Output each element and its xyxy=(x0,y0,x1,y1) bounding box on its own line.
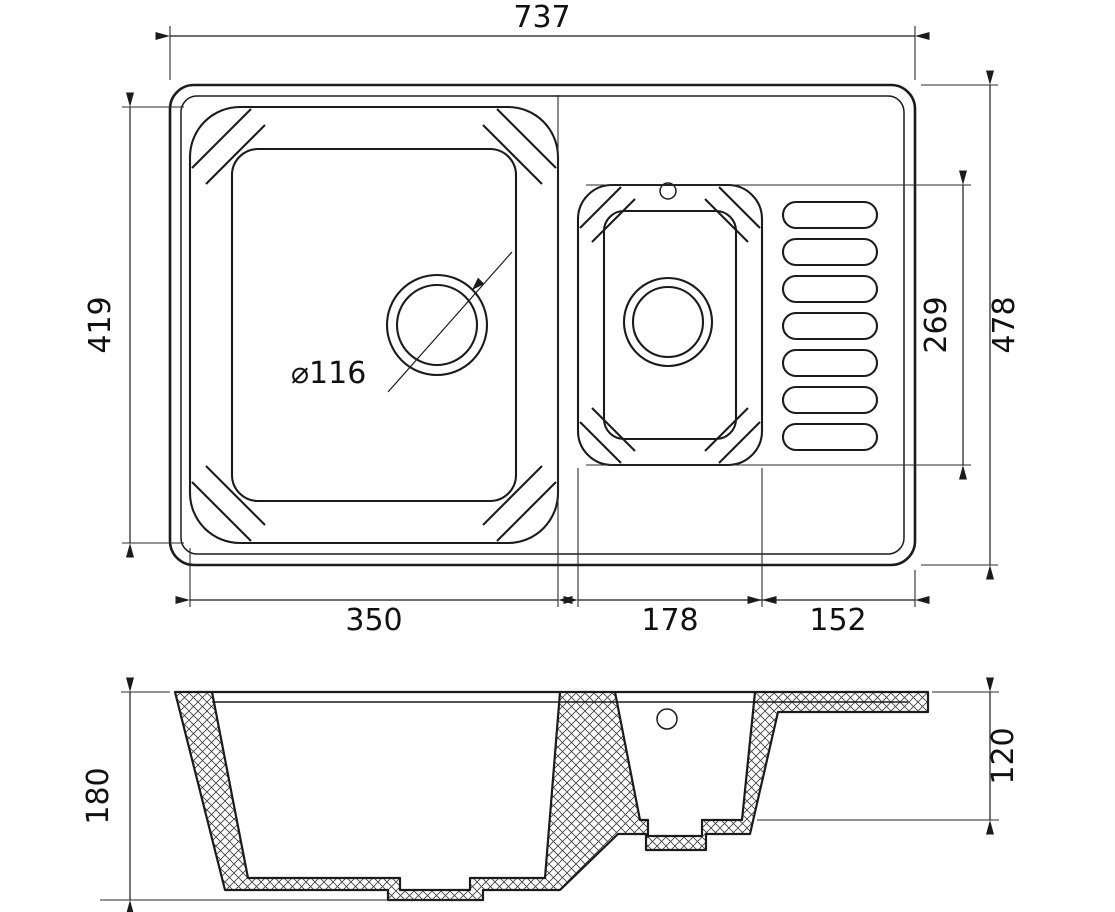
dimension-label-overall-width: 737 xyxy=(513,0,570,35)
dimension-label-small-bowl-width: 178 xyxy=(641,603,698,638)
section-faucet-hole xyxy=(656,708,678,730)
main-drain-inner xyxy=(395,283,479,367)
main-drain-outer xyxy=(385,273,489,377)
main-bowl-corner-lines xyxy=(191,108,557,542)
faucet-hole xyxy=(659,182,677,200)
dimension-main-bowl-depth: 180 xyxy=(81,677,475,912)
dimension-label-overall-depth: 478 xyxy=(987,296,1022,353)
dimension-overall-width: 737 xyxy=(155,0,930,80)
dimension-main-bowl-cutout-depth: 419 xyxy=(83,92,184,558)
dimension-label-small-bowl-depth: 120 xyxy=(986,727,1021,784)
dimension-label-small-bowl-cutout-depth: 269 xyxy=(919,296,954,353)
dimension-label-main-bowl-width: 350 xyxy=(345,603,402,638)
small-drain-inner xyxy=(631,285,705,359)
dimension-main-bowl-width: 350 xyxy=(175,596,573,638)
drainboard-ribs xyxy=(781,200,879,452)
dimension-small-bowl-depth: 120 xyxy=(757,677,1021,835)
small-drain-outer xyxy=(622,276,714,368)
small-bowl xyxy=(576,183,764,467)
dimension-overall-depth: 478 xyxy=(921,70,1022,580)
dimension-label-main-bowl-cutout-depth: 419 xyxy=(83,296,118,353)
dimension-drainboard-width: 152 xyxy=(747,596,930,638)
section-material xyxy=(173,690,930,902)
dimension-small-bowl-cutout-depth: 269 xyxy=(586,170,971,480)
small-bowl-corner-lines xyxy=(579,186,761,464)
dimension-label-main-bowl-depth: 180 xyxy=(81,767,116,824)
main-bowl xyxy=(188,105,560,545)
dimension-drain-diameter: ⌀116 xyxy=(291,251,513,393)
dimension-label-drainboard-width: 152 xyxy=(809,603,866,638)
section-view: 180 120 xyxy=(81,677,1021,912)
dimension-label-drain-diameter: ⌀116 xyxy=(291,356,366,391)
top-view: ⌀116 737 xyxy=(83,0,1022,638)
dimension-small-bowl-width: 178 xyxy=(563,596,777,638)
leader-arrow xyxy=(472,277,485,290)
sink-outline xyxy=(168,83,917,567)
